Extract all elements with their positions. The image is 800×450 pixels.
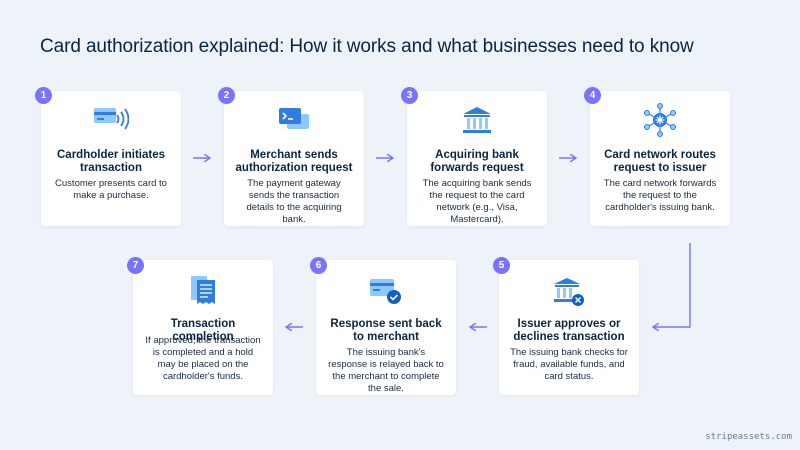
step-description: Customer presents card to make a purchas… xyxy=(55,178,167,201)
step-number-badge: 5 xyxy=(493,257,510,274)
step-number-badge: 4 xyxy=(584,87,601,104)
payment-gateway-terminal-icon xyxy=(278,105,310,140)
step-title: Card network routes request to issuer xyxy=(604,149,716,174)
network-hub-icon xyxy=(643,103,677,142)
step-card-5: Issuer approves or declines transaction … xyxy=(499,260,639,395)
arrow-4-to-5 xyxy=(653,243,691,327)
step-card-7: Transaction completion If approved, the … xyxy=(133,260,273,395)
contactless-card-icon xyxy=(93,105,130,140)
step-title: Transaction completion xyxy=(170,318,236,343)
step-number-badge: 7 xyxy=(127,257,144,274)
step-description: If approved, the transaction is complete… xyxy=(145,335,261,382)
step-description: The card network forwards the request to… xyxy=(603,178,717,213)
bank-decision-icon xyxy=(552,276,586,313)
watermark-text: stripeassets.com xyxy=(705,432,792,442)
step-number-badge: 1 xyxy=(35,87,52,104)
step-title: Acquiring bank forwards request xyxy=(430,149,524,174)
step-card-3: Acquiring bank forwards request The acqu… xyxy=(407,91,547,226)
step-description: The acquiring bank sends the request to … xyxy=(422,178,532,225)
step-card-6: Response sent back to merchant The issui… xyxy=(316,260,456,395)
step-description: The issuing bank checks for fraud, avail… xyxy=(510,347,628,382)
card-approved-icon xyxy=(369,276,403,311)
step-title: Response sent back to merchant xyxy=(330,318,442,343)
step-description: The payment gateway sends the transactio… xyxy=(246,178,342,225)
step-title: Merchant sends authorization request xyxy=(235,149,353,174)
step-number-badge: 2 xyxy=(218,87,235,104)
page-title: Card authorization explained: How it wor… xyxy=(40,36,694,57)
receipt-icon xyxy=(188,274,218,311)
step-description: The issuing bank's response is relayed b… xyxy=(328,347,444,394)
step-card-4: Card network routes request to issuer Th… xyxy=(590,91,730,226)
step-number-badge: 6 xyxy=(310,257,327,274)
bank-building-icon xyxy=(461,105,493,140)
step-title: Cardholder initiates transaction xyxy=(57,149,165,174)
step-card-2: Merchant sends authorization request The… xyxy=(224,91,364,226)
step-card-1: Cardholder initiates transaction Custome… xyxy=(41,91,181,226)
step-number-badge: 3 xyxy=(401,87,418,104)
step-title: Issuer approves or declines transaction xyxy=(513,318,625,343)
